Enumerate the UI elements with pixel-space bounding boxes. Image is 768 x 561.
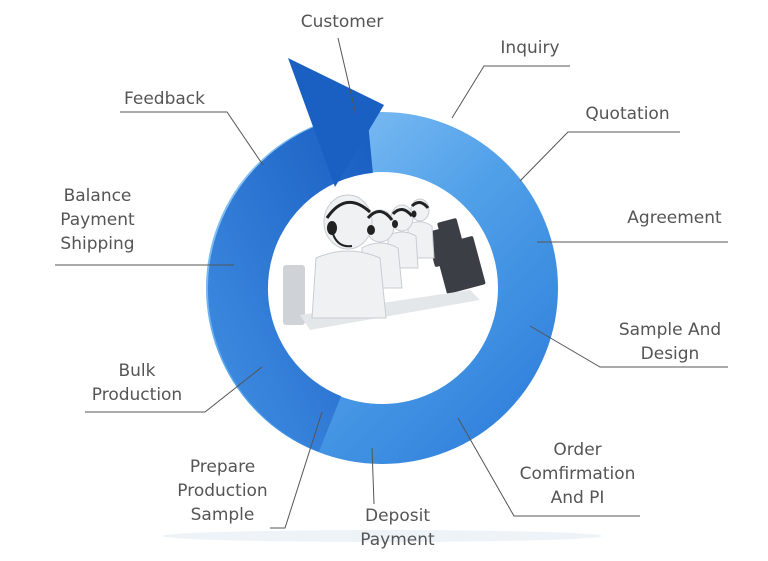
label-prepare-sample: Prepare Production Sample [177, 457, 268, 525]
label-feedback: Feedback [124, 89, 205, 109]
label-inquiry: Inquiry [500, 38, 560, 58]
call-center-icon [283, 194, 486, 330]
label-customer: Customer [300, 12, 384, 32]
cycle-ring-dark-segment [208, 113, 374, 452]
leader-order-confirmation [457, 417, 640, 517]
label-order-confirmation: Order Comfirmation And PI [519, 440, 636, 508]
leader-sample-design [529, 325, 728, 368]
leader-quotation [519, 131, 680, 182]
cycle-arrow-head [288, 58, 384, 187]
label-balance-payment: Balance Payment Shipping [60, 186, 135, 254]
leader-prepare-sample [270, 411, 323, 529]
label-agreement: Agreement [627, 208, 722, 228]
label-bulk-production: Bulk Production [91, 361, 183, 405]
label-quotation: Quotation [585, 104, 670, 124]
leader-bulk-production [85, 366, 263, 413]
label-deposit-payment: Deposit Payment [360, 506, 435, 550]
leader-inquiry [451, 65, 570, 119]
leader-deposit-payment [371, 447, 375, 505]
label-sample-design: Sample And Design [618, 320, 722, 364]
leader-lines [55, 37, 728, 529]
leader-customer [337, 37, 357, 116]
leader-feedback [120, 111, 264, 166]
